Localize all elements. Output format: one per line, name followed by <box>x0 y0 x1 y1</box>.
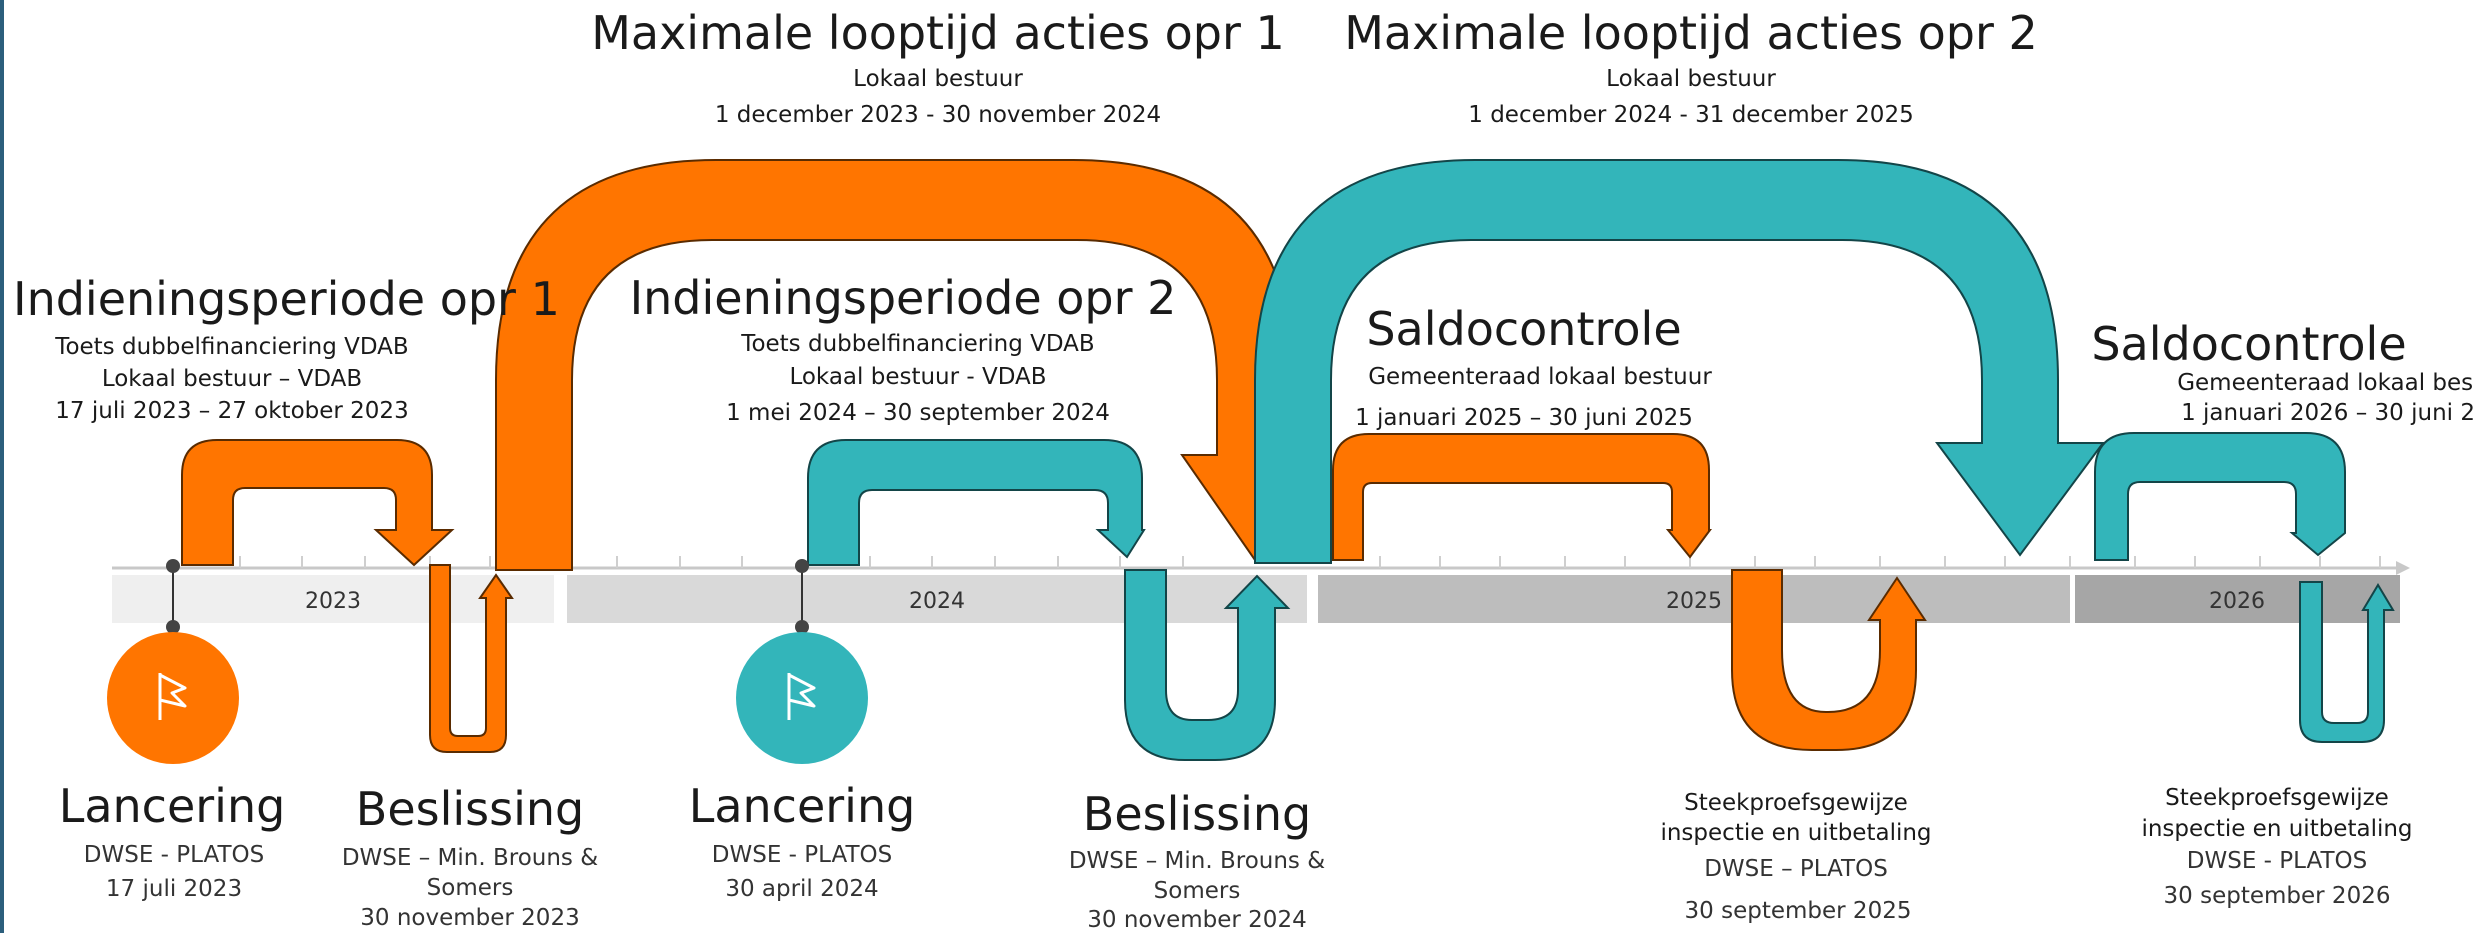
inspectie2-line1: Steekproefsgewijze <box>2165 785 2389 811</box>
saldo1-line1: Gemeenteraad lokaal bestuur <box>1368 364 1712 390</box>
flag-icon <box>787 673 816 720</box>
beslissing2-line1: DWSE – Min. Brouns & <box>1069 848 1325 874</box>
inspectie1-arrow <box>1731 569 1927 751</box>
flag-icon <box>158 673 187 720</box>
indiening1-line2: Lokaal bestuur – VDAB <box>102 366 362 392</box>
year-label-2024: 2024 <box>909 589 965 614</box>
lancering2-line1: DWSE - PLATOS <box>712 842 892 868</box>
year-label-2025: 2025 <box>1666 589 1722 614</box>
indiening2-arrow <box>807 439 1146 566</box>
lancering1-line1: DWSE - PLATOS <box>84 842 264 868</box>
inspectie2-date: 30 september 2026 <box>2164 883 2391 909</box>
year-label-2023: 2023 <box>305 589 361 614</box>
indiening2-line1: Toets dubbelfinanciering VDAB <box>740 331 1094 357</box>
looptijd2-title: Maximale looptijd acties opr 2 <box>1344 6 2038 60</box>
lancering2-badge <box>736 632 868 764</box>
beslissing2-line2: Somers <box>1154 878 1241 904</box>
beslissing1-line2: Somers <box>427 875 514 901</box>
indiening2-title: Indieningsperiode opr 2 <box>630 271 1177 325</box>
saldo2-dates: 1 januari 2026 – 30 juni 2026 <box>2181 400 2473 426</box>
beslissing1-line1: DWSE – Min. Brouns & <box>342 845 598 871</box>
saldo1-title: Saldocontrole <box>1366 302 1681 356</box>
saldo1-arrow <box>1332 433 1712 561</box>
inspectie1-date: 30 september 2025 <box>1685 898 1912 924</box>
lancering1-date: 17 juli 2023 <box>106 876 242 902</box>
year-bar-2025 <box>1318 575 2070 623</box>
indiening1-title: Indieningsperiode opr 1 <box>13 272 560 326</box>
inspectie1-line3: DWSE – PLATOS <box>1704 856 1888 882</box>
timeline-arrowhead <box>2396 561 2410 575</box>
lancering1-badge <box>107 632 239 764</box>
saldo2-arrow <box>2094 432 2346 561</box>
beslissing2-arrow <box>1124 569 1291 761</box>
year-bar-2026 <box>2075 575 2400 623</box>
lancering1-title: Lancering <box>59 779 286 833</box>
looptijd2-arrow <box>1254 159 2105 564</box>
looptijd2-dates: 1 december 2024 - 31 december 2025 <box>1468 102 1913 128</box>
beslissing1-date: 30 november 2023 <box>360 905 579 931</box>
inspectie2-arrow <box>2299 581 2395 743</box>
lancering1-dot-bottom <box>166 620 180 634</box>
saldo1-dates: 1 januari 2025 – 30 juni 2025 <box>1355 405 1693 431</box>
inspectie1-line2: inspectie en uitbetaling <box>1660 820 1931 846</box>
lancering2-dot-bottom <box>795 620 809 634</box>
beslissing1-arrow <box>429 564 514 753</box>
lancering1-dot-top <box>166 559 180 573</box>
inspectie2-line2: inspectie en uitbetaling <box>2141 816 2412 842</box>
looptijd2-line1: Lokaal bestuur <box>1606 66 1776 92</box>
inspectie2-line3: DWSE - PLATOS <box>2187 848 2367 874</box>
left-border <box>0 0 4 933</box>
lancering2-dot-top <box>795 559 809 573</box>
beslissing1-title: Beslissing <box>356 782 584 836</box>
looptijd1-line1: Lokaal bestuur <box>853 66 1023 92</box>
lancering2-date: 30 april 2024 <box>725 876 878 902</box>
year-label-2026: 2026 <box>2209 589 2265 614</box>
year-bar-2024 <box>567 575 1307 623</box>
beslissing2-date: 30 november 2024 <box>1087 907 1306 933</box>
looptijd1-dates: 1 december 2023 - 30 november 2024 <box>715 102 1161 128</box>
inspectie1-line1: Steekproefsgewijze <box>1684 790 1908 816</box>
beslissing2-title: Beslissing <box>1083 787 1311 841</box>
looptijd1-title: Maximale looptijd acties opr 1 <box>591 6 1285 60</box>
saldo2-title: Saldocontrole <box>2091 317 2406 371</box>
lancering2-title: Lancering <box>689 779 916 833</box>
indiening2-line2: Lokaal bestuur - VDAB <box>789 364 1046 390</box>
indiening2-dates: 1 mei 2024 – 30 september 2024 <box>726 400 1110 426</box>
indiening1-arrow <box>181 439 455 567</box>
indiening1-dates: 17 juli 2023 – 27 oktober 2023 <box>55 398 408 424</box>
saldo2-line1: Gemeenteraad lokaal bestuur <box>2177 370 2473 396</box>
indiening1-line1: Toets dubbelfinanciering VDAB <box>54 334 408 360</box>
